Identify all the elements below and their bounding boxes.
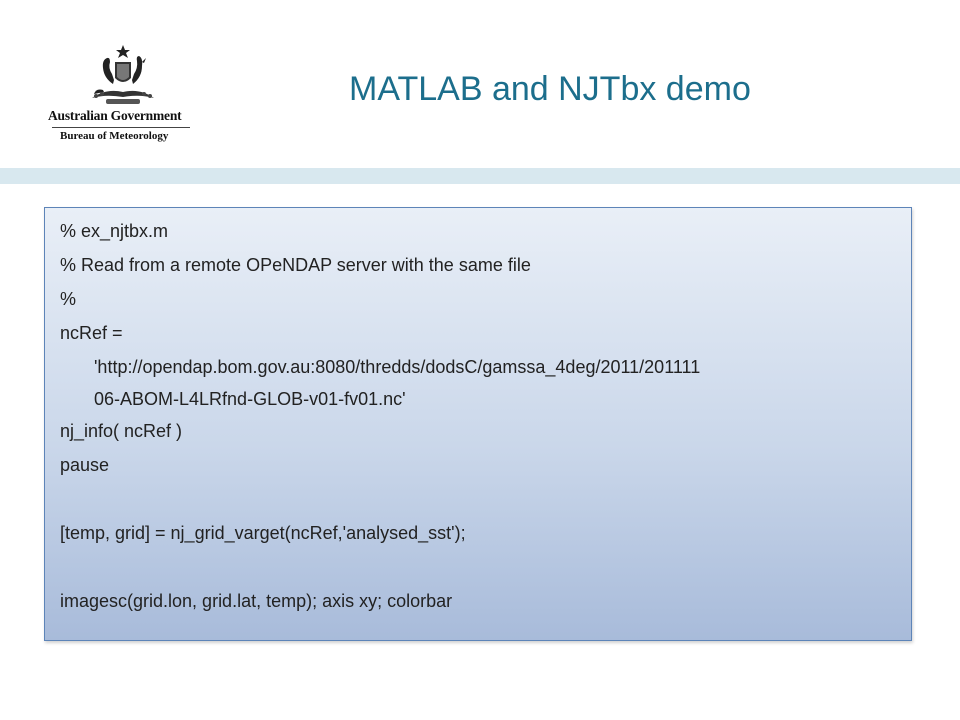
code-line-comment-description: % Read from a remote OPeNDAP server with… — [60, 255, 531, 275]
logo-organization: Australian Government — [48, 108, 182, 123]
code-line-imagesc: imagesc(grid.lon, grid.lat, temp); axis … — [60, 591, 453, 611]
logo-department: Bureau of Meteorology — [60, 130, 169, 142]
code-line-pause: pause — [60, 455, 110, 475]
logo-divider — [52, 127, 190, 128]
header-band — [0, 168, 960, 184]
code-box: % ex_njtbx.m % Read from a remote OPeNDA… — [44, 207, 912, 641]
code-line-blank-1 — [60, 485, 901, 519]
coat-of-arms-icon — [92, 45, 154, 104]
slide-title: MATLAB and NJTbx demo — [349, 70, 751, 108]
code-line-varget: [temp, grid] = nj_grid_varget(ncRef,'ana… — [60, 523, 466, 543]
code-line-comment-empty: % — [60, 289, 77, 309]
code-line-blank-2 — [60, 553, 901, 587]
code-line-comment-filename: % ex_njtbx.m — [60, 221, 169, 241]
code-line-nj-info: nj_info( ncRef ) — [60, 421, 183, 441]
code-line-url-part1: 'http://opendap.bom.gov.au:8080/thredds/… — [94, 357, 701, 377]
code-line-ncref-assign: ncRef = — [60, 323, 123, 343]
code-lines: % ex_njtbx.m % Read from a remote OPeNDA… — [60, 217, 901, 621]
code-line-url-part2: 06-ABOM-L4LRfnd-GLOB-v01-fv01.nc' — [94, 389, 406, 409]
government-logo: Australian Government Bureau of Meteorol… — [48, 44, 198, 144]
